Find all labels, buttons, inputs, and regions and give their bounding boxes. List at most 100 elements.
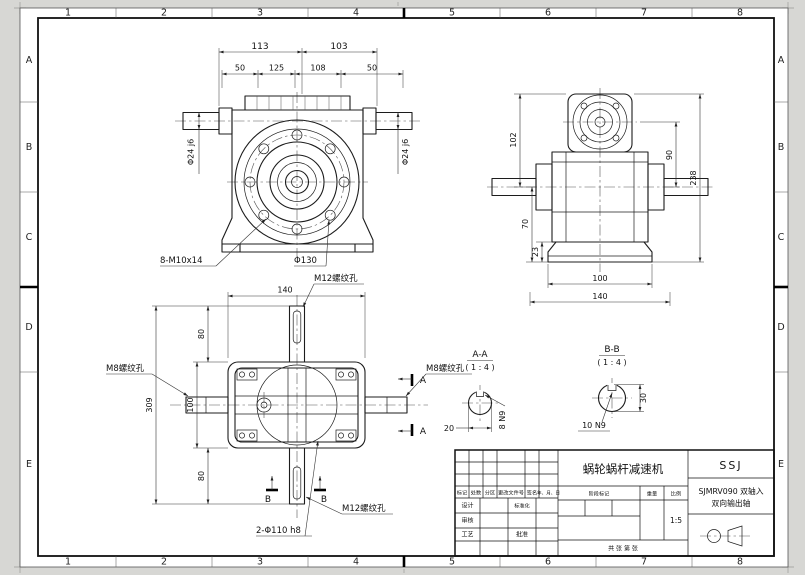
grid-col-label: 1 [65,557,71,568]
rev-header-date: 年、月、日 [537,490,560,497]
dim-90: 90 [665,150,674,160]
rev-header-mark: 标记 [457,489,467,497]
grid-col-label: 8 [737,557,743,568]
section-bb-title: B-B [604,345,619,355]
dim-100: 100 [186,397,195,412]
product-name: 蜗轮蜗杆减速机 [583,462,664,476]
dim-102: 102 [509,132,518,147]
dim-50-right: 50 [367,64,377,73]
dim-108: 108 [310,64,325,73]
grid-col-label: 8 [737,8,743,19]
grid-col-label: 7 [641,557,647,568]
note-thread-left: M8螺纹孔 [106,363,145,374]
grid-col-label: 4 [353,8,359,19]
grid-row-label: B [778,142,785,153]
sig-standardize-label: 标准化 [514,502,530,510]
dim-50-left: 50 [235,64,245,73]
note-bolt-holes: 8-M10x14 [160,256,202,266]
model-line2: 双向输出轴 [712,498,751,508]
dim-shaft-dia-right: Φ24 j6 [401,139,410,165]
note-thread-top: M12螺纹孔 [314,273,358,284]
dim-140: 140 [277,286,292,295]
stage-mark-label: 阶段标记 [589,490,610,498]
company-code: SSJ [719,459,742,472]
front-view-ribs [256,96,342,110]
front-view-housing [182,95,413,253]
scale-label: 比例 [671,490,681,498]
grid-row-label: E [26,459,32,470]
rev-header-count: 处数 [471,489,482,497]
side-view-centerlines [487,88,713,272]
section-letter-a: A [420,427,427,437]
rev-header-zone: 分区 [485,489,495,497]
side-view-details [548,94,652,257]
dim-113: 113 [251,42,268,52]
paper-sheet [19,7,789,568]
sig-review-label: 审核 [461,517,473,525]
front-view: 113 103 50 125 108 50 Φ24 j6 Φ24 j6 8-M1… [160,42,420,267]
grid-row-label: A [778,55,785,66]
dim-30: 30 [639,393,648,403]
grid-letters-left: A B C D E [25,55,32,470]
section-bb-scale: ( 1 : 4 ) [597,358,626,367]
grid-row-label: B [26,142,33,153]
plan-view-details [205,310,388,500]
sig-process-label: 工艺 [461,531,473,539]
grid-row-label: D [25,322,32,333]
dim-103: 103 [330,42,347,52]
front-view-flange [234,119,360,245]
grid-row-label: C [778,232,785,243]
section-aa-title: A-A [472,350,488,360]
note-bolt-circle: Φ130 [294,256,317,266]
dim-309: 309 [145,397,154,412]
sig-approve-label: 批准 [516,531,528,539]
section-aa-scale: ( 1 : 4 ) [465,363,494,372]
sig-design-label: 设计 [461,502,473,510]
title-block-right: SSJ SJMRV090 双轴入 双向输出轴 [698,459,764,547]
grid-col-label: 6 [545,8,551,19]
note-thread-right: M8螺纹孔 [426,363,465,374]
section-view-aa: A-A ( 1 : 4 ) 20 8 N9 [444,350,507,433]
grid-row-label: C [26,232,33,243]
title-block-rev-headers: 标记 处数 分区 更改文件号 签名 年、月、日 [457,489,560,497]
grid-numbers-top: 1 2 3 4 5 6 7 8 [65,8,743,19]
title-block-signature-labels: 设计 标准化 审核 工艺 批准 [461,502,529,539]
side-view-dimensions: 102 70 23 90 238 100 140 [509,93,704,306]
section-letter-b: B [321,495,327,505]
grid-col-label: 3 [257,557,263,568]
section-letter-b: B [265,495,271,505]
section-letter-a: A [420,376,427,386]
plan-view: A A B B [106,273,472,537]
dim-23: 23 [531,247,540,257]
note-thread-bottom: M12螺纹孔 [342,503,386,514]
side-view: 102 70 23 90 238 100 140 [487,88,713,306]
dim-140: 140 [592,292,607,301]
dim-shaft-dia-left: Φ24 j6 [187,139,196,165]
section-cut-marks: A A B B [265,374,427,505]
flange-bolt-holes [244,129,350,235]
dim-70: 70 [521,219,530,229]
grid-reference-band: 1 2 3 4 5 6 7 8 1 2 3 4 5 6 7 8 A B C D … [20,8,788,568]
grid-col-label: 4 [353,557,359,568]
note-spigot: 2-Φ110 h8 [256,526,301,536]
grid-row-label: E [778,459,784,470]
grid-col-label: 5 [449,8,455,19]
rev-header-docno: 更改文件号 [498,489,524,497]
grid-col-label: 2 [161,8,167,19]
dim-keyway-8n9: 8 N9 [498,411,507,430]
title-block-center: 蜗轮蜗杆减速机 阶段标记 重量 比例 1:5 共 张 第 张 [583,462,683,553]
dim-20: 20 [444,424,454,433]
grid-col-label: 7 [641,8,647,19]
grid-col-label: 1 [65,8,71,19]
side-view-housing [491,93,709,263]
grid-numbers-bottom: 1 2 3 4 5 6 7 8 [65,557,743,568]
grid-row-label: D [777,322,784,333]
front-view-dimensions: 113 103 50 125 108 50 Φ24 j6 Φ24 j6 8-M1… [160,42,410,267]
grid-col-label: 5 [449,557,455,568]
dim-80-top: 80 [197,329,206,339]
dim-125: 125 [269,64,284,73]
dim-80-bottom: 80 [197,471,206,481]
plan-view-housing [185,305,408,505]
